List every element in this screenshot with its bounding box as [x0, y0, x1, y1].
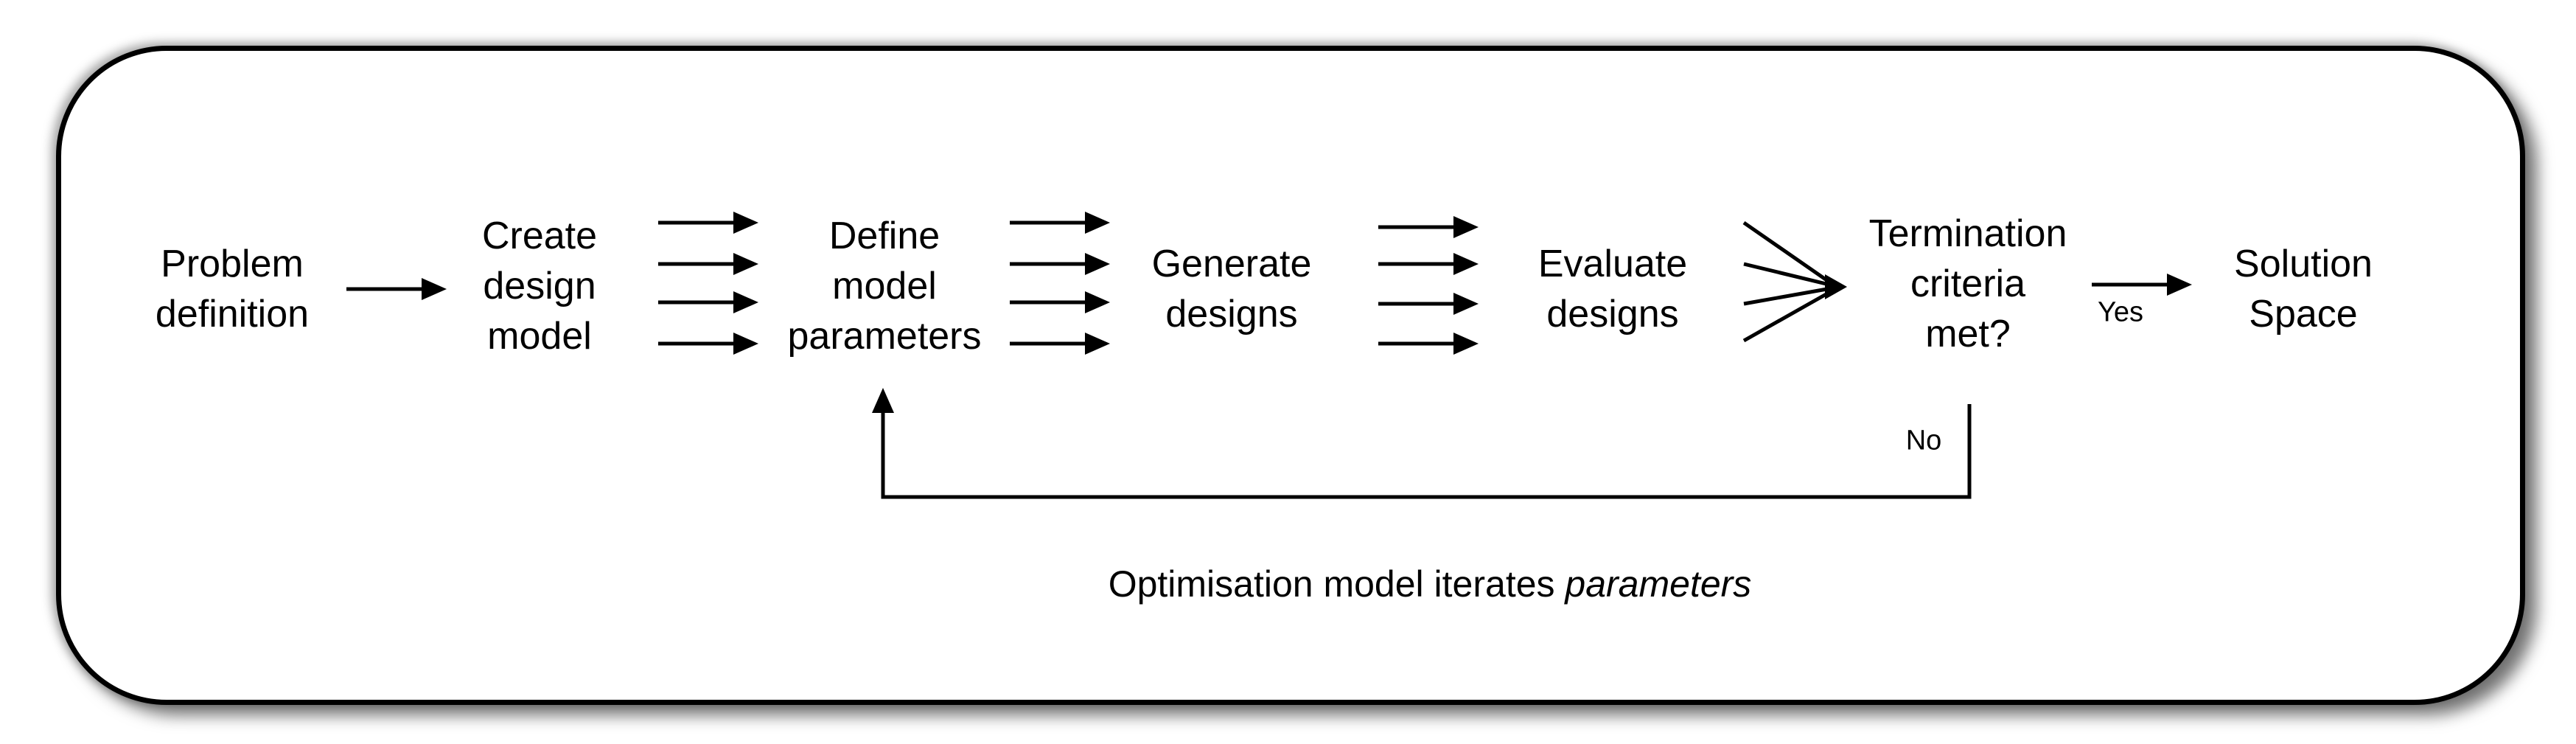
- diagram-caption: Optimisation model iterates parameters: [1109, 563, 1752, 605]
- caption-prefix: Optimisation model iterates: [1108, 563, 1566, 605]
- node-define-model-parameters: Define model parameters: [787, 215, 982, 358]
- node-generate-designs: Generate designs: [1151, 243, 1312, 336]
- arrows-evaluate-to-termination: [1742, 220, 1847, 343]
- caption-emphasis: parameters: [1565, 563, 1752, 605]
- arrows-generate-to-evaluate: [1378, 216, 1479, 355]
- diagram-frame: [56, 46, 2525, 705]
- edge-label-no: No: [1905, 425, 1942, 456]
- arrow-yes-to-solution: [2092, 274, 2192, 296]
- node-termination-criteria: Termination criteria met?: [1868, 212, 2067, 355]
- node-create-design-model: Create design model: [481, 215, 598, 358]
- arrows-create-to-define: [658, 212, 758, 355]
- edge-label-yes: Yes: [2098, 296, 2143, 328]
- arrows-define-to-generate: [1010, 212, 1110, 355]
- node-solution-space: Solution Space: [2234, 243, 2373, 336]
- node-problem-definition: Problem definition: [155, 243, 310, 336]
- node-evaluate-designs: Evaluate designs: [1537, 243, 1688, 336]
- feedback-loop-no: [872, 388, 1972, 499]
- arrow-problem-to-create: [346, 278, 447, 300]
